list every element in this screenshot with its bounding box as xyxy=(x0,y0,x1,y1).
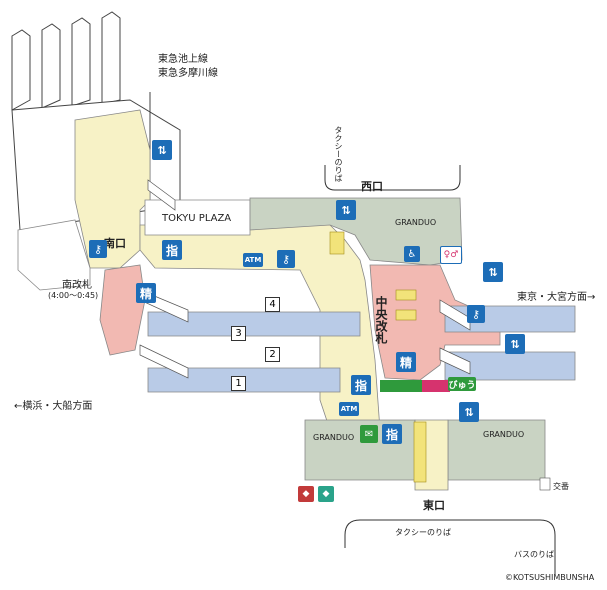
koban-label: 交番 xyxy=(553,482,569,491)
reserved-ticket-office-icon-east: 指 xyxy=(382,424,402,444)
reserved-ticket-office-icon-south: 指 xyxy=(162,240,182,260)
line-tokyu-ikegami: 東急池上線 xyxy=(158,54,208,65)
platform-number-2: 2 xyxy=(265,347,280,362)
platform-3-4 xyxy=(147,311,361,337)
atm-icon-north: ATM xyxy=(243,253,263,267)
left-building xyxy=(17,219,91,291)
green-bar xyxy=(380,380,422,392)
exit-south: 南口 xyxy=(104,237,126,250)
seisan-text-central: 精 xyxy=(399,355,412,370)
shitei-text-central: 指 xyxy=(354,378,367,393)
shop-icon-teal: ◆ xyxy=(318,486,334,502)
elevator-icon-west: ⇅ xyxy=(336,200,356,220)
coin-locker-icon-east: ⚷ xyxy=(467,305,485,323)
reserved-ticket-office-icon-central: 指 xyxy=(351,375,371,395)
elevator-icon-southeast: ⇅ xyxy=(459,402,479,422)
fare-adjustment-icon-central: 精 xyxy=(396,352,416,372)
elevator-icon-northeast: ⇅ xyxy=(483,262,503,282)
shop-icon-red: ◆ xyxy=(298,486,314,502)
fare-adjustment-icon-south: 精 xyxy=(136,283,156,303)
elevator-icon-east: ⇅ xyxy=(505,334,525,354)
pink-bar xyxy=(422,380,450,392)
south-gate-hours: (4:00〜0:45) xyxy=(48,291,99,300)
koban-box xyxy=(539,477,551,491)
coin-locker-icon-north: ⚷ xyxy=(277,250,295,268)
south-gate-area xyxy=(99,264,146,356)
central-gate-label: 中央改札 xyxy=(374,296,388,344)
line-tokyu-tamagawa: 東急多摩川線 xyxy=(158,68,218,79)
atm-text-north: ATM xyxy=(244,256,262,264)
green-window-icon: ✉ xyxy=(360,425,378,443)
bus-stop: バスのりば xyxy=(514,550,554,559)
jr-platforms xyxy=(147,305,576,393)
label-granduo-southwest: GRANDUO xyxy=(313,433,355,442)
view-plaza-icon: びゅう xyxy=(448,377,476,391)
elevator-icon-tokyu: ⇅ xyxy=(152,140,172,160)
granduo-southeast-building xyxy=(447,419,546,481)
platform-east-1-2 xyxy=(444,351,576,381)
label-tokyu-plaza: TOKYU PLAZA xyxy=(162,213,232,224)
taxi-stand-west: タクシーのりば xyxy=(334,126,343,182)
south-gate-label: 南改札 xyxy=(62,280,92,291)
toilet-icon: ♀♂ xyxy=(440,246,462,264)
platform-number-1: 1 xyxy=(231,376,246,391)
exit-west: 西口 xyxy=(361,180,383,193)
shitei-text-south: 指 xyxy=(165,243,178,258)
platform-number-3: 3 xyxy=(231,326,246,341)
coin-locker-icon-south: ⚷ xyxy=(89,240,107,258)
seisan-text-south: 精 xyxy=(139,286,152,301)
escalators xyxy=(329,231,427,483)
label-granduo-north: GRANDUO xyxy=(395,218,437,227)
direction-tokyo-omiya: 東京・大宮方面→ xyxy=(517,292,596,303)
atm-icon-south: ATM xyxy=(339,402,359,416)
label-granduo-southeast: GRANDUO xyxy=(483,430,525,439)
copyright: ©KOTSUSHIMBUNSHA xyxy=(505,573,595,582)
direction-yokohama-ofuna: ←横浜・大船方面 xyxy=(14,401,93,412)
street-outlines xyxy=(324,165,556,575)
atm-text-south: ATM xyxy=(340,405,358,413)
taxi-stand-east: タクシーのりば xyxy=(395,528,451,537)
exit-east: 東口 xyxy=(423,499,445,512)
shitei-text-east: 指 xyxy=(385,427,398,442)
accessible-toilet-icon: ♿ xyxy=(404,246,420,262)
view-plaza-text: びゅう xyxy=(448,380,476,391)
tokyu-plaza-block xyxy=(144,199,251,236)
platform-number-4: 4 xyxy=(265,297,280,312)
